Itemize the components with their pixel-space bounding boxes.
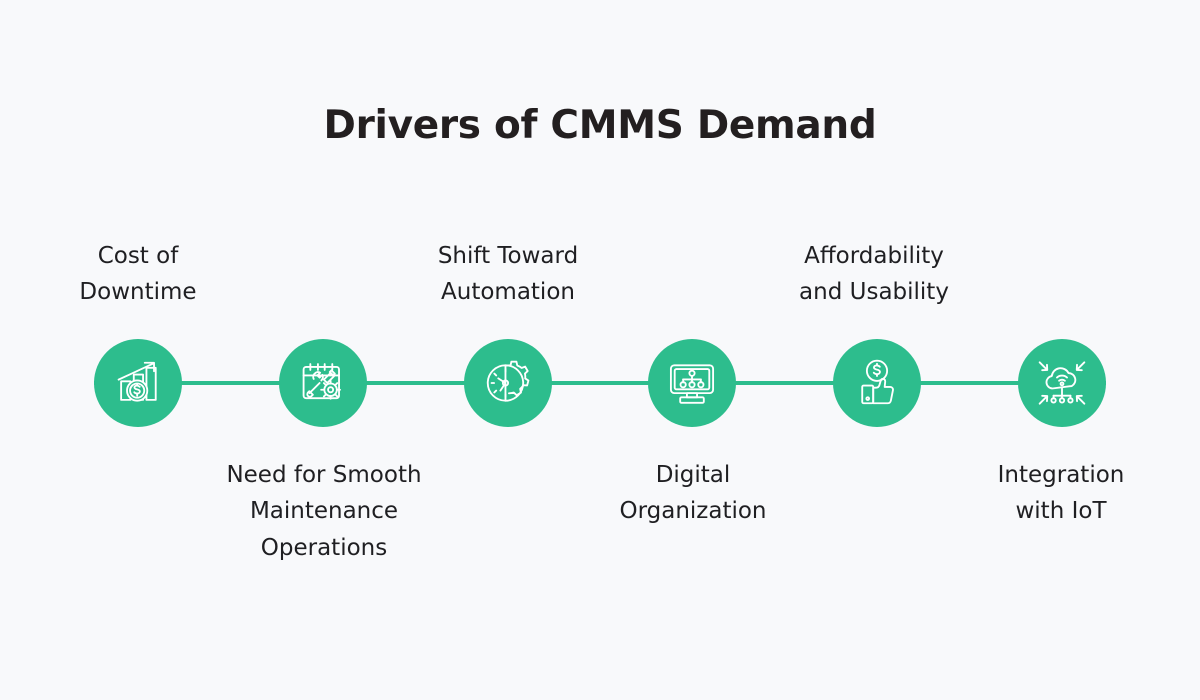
timeline-node-shift-toward-automation[interactable] bbox=[463, 339, 552, 427]
timeline-node-affordability-and-usability[interactable] bbox=[833, 339, 922, 427]
page-title: Drivers of CMMS Demand bbox=[323, 103, 877, 148]
timeline-node-smooth-maintenance-operations[interactable] bbox=[278, 339, 367, 427]
timeline-connector-line bbox=[94, 381, 1106, 385]
cloud-wifi-iot-icon bbox=[1035, 356, 1089, 410]
timeline-label-affordability-and-usability: Affordability and Usability bbox=[799, 243, 949, 306]
timeline-label-shift-toward-automation: Shift Toward Automation bbox=[437, 243, 579, 306]
calendar-tools-gear-icon bbox=[296, 356, 350, 410]
timeline-label-integration-with-iot: Integration with IoT bbox=[997, 462, 1125, 525]
timeline-label-smooth-maintenance-operations: Need for Smooth Maintenance Operations bbox=[226, 462, 422, 561]
timeline-label-digital-organization: Digital Organization bbox=[619, 462, 767, 525]
monitor-hierarchy-icon bbox=[665, 356, 719, 410]
timeline-node-integration-with-iot[interactable] bbox=[1018, 339, 1106, 427]
timeline-node-digital-organization[interactable] bbox=[648, 339, 737, 427]
timeline-node-cost-of-downtime[interactable] bbox=[94, 339, 182, 427]
timeline-label-cost-of-downtime: Cost of Downtime bbox=[79, 243, 197, 306]
dollar-thumbs-up-icon bbox=[850, 356, 904, 410]
growth-chart-dollar-icon bbox=[111, 356, 165, 410]
clock-gear-automation-icon bbox=[481, 356, 535, 410]
timeline bbox=[94, 339, 1106, 427]
